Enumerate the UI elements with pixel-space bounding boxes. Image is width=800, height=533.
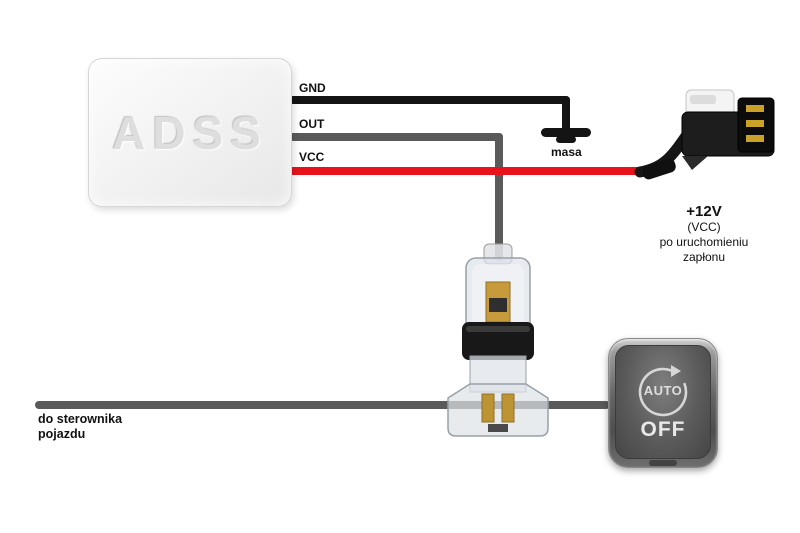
vcc-wire xyxy=(289,167,646,175)
auto-off-button-face: AUTO OFF xyxy=(615,345,711,459)
button-bottom-notch xyxy=(649,460,677,466)
signal-wire-to-controller xyxy=(35,401,610,409)
power-net-label: (VCC) xyxy=(687,220,721,234)
pin-label-out: OUT xyxy=(299,117,325,131)
out-wire-horizontal xyxy=(289,133,503,141)
power-label-block: +12V (VCC) po uruchomieniu zapłonu xyxy=(628,203,780,265)
pin-label-vcc: VCC xyxy=(299,150,325,164)
quick-splice-connector-image xyxy=(447,243,549,437)
ground-symbol-stub xyxy=(556,136,576,143)
controller-label-line1: do sterownika xyxy=(38,412,123,426)
out-wire-vertical xyxy=(495,133,503,261)
gnd-wire-vertical xyxy=(562,96,570,132)
auto-off-button: AUTO OFF xyxy=(608,338,718,468)
off-label: OFF xyxy=(640,417,686,441)
adss-module-label: ADSS xyxy=(112,106,268,159)
gnd-wire-horizontal xyxy=(289,96,570,104)
power-note-line1: po uruchomieniu xyxy=(659,235,749,249)
power-voltage-label: +12V xyxy=(686,203,722,220)
circular-arrow-glyph xyxy=(638,364,688,416)
power-note-line2: zapłonu xyxy=(682,250,726,264)
pin-label-gnd: GND xyxy=(299,81,326,95)
ground-label: masa xyxy=(551,145,582,159)
auto-label: AUTO xyxy=(643,383,683,398)
ground-symbol-bar xyxy=(541,128,591,137)
adss-module: ADSS xyxy=(88,58,292,207)
auto-circular-arrow-icon: AUTO xyxy=(630,363,696,419)
fuse-tap-connector-image xyxy=(634,89,775,180)
controller-label-block: do sterownika pojazdu xyxy=(38,412,122,442)
controller-label-line2: pojazdu xyxy=(38,427,86,441)
